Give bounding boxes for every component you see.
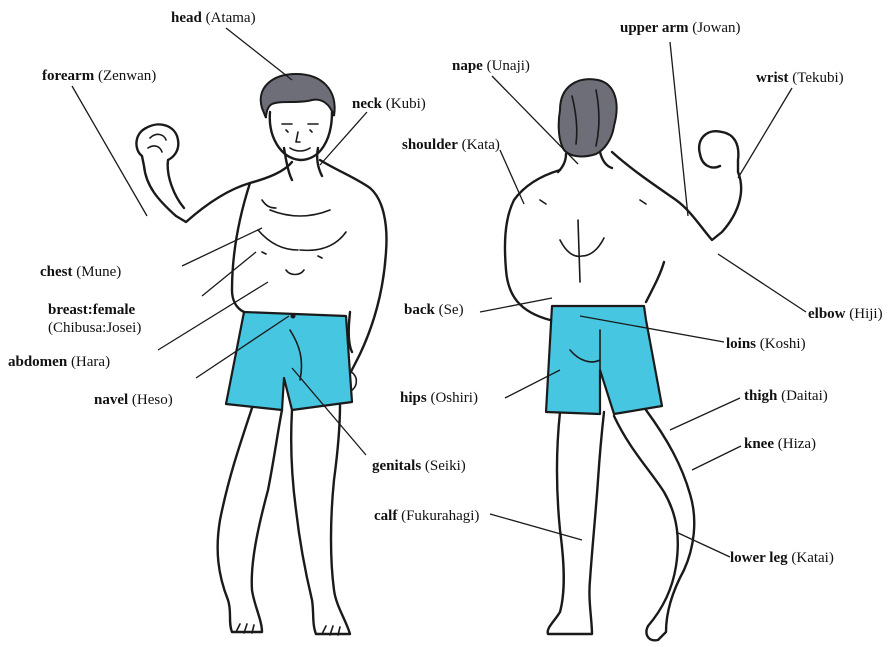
label-genitals-term: genitals: [372, 458, 421, 474]
leader-upperarm: [670, 42, 688, 216]
label-upperarm-reading: (Jowan): [692, 20, 740, 36]
front-torso: [136, 124, 292, 222]
leader-breast: [202, 252, 256, 296]
leader-forearm: [72, 86, 147, 216]
label-back-term: back: [404, 302, 436, 318]
front-face-features: [282, 124, 318, 151]
label-lowerleg-term: lower leg: [730, 550, 788, 566]
label-wrist-term: wrist: [756, 70, 789, 86]
label-breast-term: breast:female: [48, 302, 136, 318]
front-legs: [291, 405, 350, 634]
label-head-term: head: [171, 10, 203, 26]
leader-head: [226, 28, 292, 80]
leader-shoulder: [500, 150, 524, 204]
leader-elbow: [718, 254, 806, 312]
label-abdomen-term: abdomen: [8, 354, 68, 370]
front-navel: [291, 314, 296, 319]
label-abdomen: abdomen (Hara): [8, 354, 110, 370]
label-nape-term: nape: [452, 58, 483, 74]
label-thigh-reading: (Daitai): [781, 388, 828, 404]
label-back: back (Se): [404, 302, 464, 318]
label-upperarm-term: upper arm: [620, 20, 689, 36]
back-shorts: [546, 306, 662, 414]
label-calf-term: calf: [374, 508, 398, 524]
label-thigh-term: thigh: [744, 388, 778, 404]
label-head: head (Atama): [171, 10, 256, 26]
front-figure: [136, 74, 386, 635]
label-navel-reading: (Heso): [132, 392, 173, 408]
label-loins: loins (Koshi): [726, 336, 806, 352]
label-calf-reading: (Fukurahagi): [401, 508, 479, 524]
leader-lines: [72, 28, 806, 557]
back-torso: [699, 131, 722, 167]
label-thigh: thigh (Daitai): [744, 388, 828, 404]
label-head-reading: (Atama): [206, 10, 256, 26]
front-chest-lines: [258, 200, 346, 275]
label-upperarm: upper arm (Jowan): [620, 20, 741, 36]
leader-lowerleg: [676, 532, 730, 557]
label-hips-term: hips: [400, 390, 427, 406]
label-nape-reading: (Unaji): [487, 58, 530, 74]
label-elbow-reading: (Hiji): [849, 306, 882, 322]
label-breast-reading: (Chibusa:Josei): [48, 320, 141, 336]
label-abdomen-reading: (Hara): [71, 354, 110, 370]
label-elbow-term: elbow: [808, 306, 846, 322]
front-hair: [261, 74, 335, 118]
label-loins-reading: (Koshi): [760, 336, 806, 352]
leader-wrist: [738, 88, 792, 178]
front-legs: [218, 408, 282, 632]
label-genitals: genitals (Seiki): [372, 458, 466, 474]
back-muscles: [540, 200, 646, 282]
label-hips-reading: (Oshiri): [430, 390, 478, 406]
front-face: [270, 112, 332, 160]
label-neck-term: neck: [352, 96, 383, 112]
leader-calf: [490, 514, 582, 540]
label-wrist-reading: (Tekubi): [792, 70, 843, 86]
front-shorts: [226, 312, 352, 410]
leader-thigh: [670, 398, 740, 430]
label-lowerleg-reading: (Katai): [791, 550, 833, 566]
label-forearm: forearm (Zenwan): [42, 68, 156, 84]
label-knee-reading: (Hiza): [778, 436, 816, 452]
back-torso: [505, 132, 741, 320]
label-knee-term: knee: [744, 436, 774, 452]
label-hips: hips (Oshiri): [400, 390, 478, 406]
back-figure: [505, 79, 741, 640]
label-calf: calf (Fukurahagi): [374, 508, 479, 524]
leader-chest: [182, 228, 262, 266]
label-shoulder-reading: (Kata): [462, 137, 500, 153]
label-knee: knee (Hiza): [744, 436, 816, 452]
label-shoulder-term: shoulder: [402, 137, 458, 153]
label-navel-term: navel: [94, 392, 128, 408]
label-chest: chest (Mune): [40, 264, 121, 280]
label-nape: nape (Unaji): [452, 58, 530, 74]
labels: head (Atama) forearm (Zenwan) neck (Kubi…: [8, 10, 883, 566]
label-forearm-reading: (Zenwan): [98, 68, 156, 84]
label-chest-reading: (Mune): [76, 264, 121, 280]
label-genitals-reading: (Seiki): [425, 458, 466, 474]
label-forearm-term: forearm: [42, 68, 95, 84]
leader-knee: [692, 446, 741, 470]
back-torso: [646, 262, 664, 302]
label-neck-reading: (Kubi): [386, 96, 426, 112]
back-legs: [614, 410, 694, 640]
back-hair: [559, 79, 617, 156]
label-navel: navel (Heso): [94, 392, 173, 408]
label-wrist: wrist (Tekubi): [756, 70, 844, 86]
label-neck: neck (Kubi): [352, 96, 426, 112]
label-back-reading: (Se): [439, 302, 464, 318]
label-shoulder: shoulder (Kata): [402, 137, 500, 153]
label-chest-term: chest: [40, 264, 73, 280]
label-elbow: elbow (Hiji): [808, 306, 883, 322]
label-lowerleg: lower leg (Katai): [730, 550, 834, 566]
label-loins-term: loins: [726, 336, 756, 352]
back-legs: [548, 412, 604, 634]
